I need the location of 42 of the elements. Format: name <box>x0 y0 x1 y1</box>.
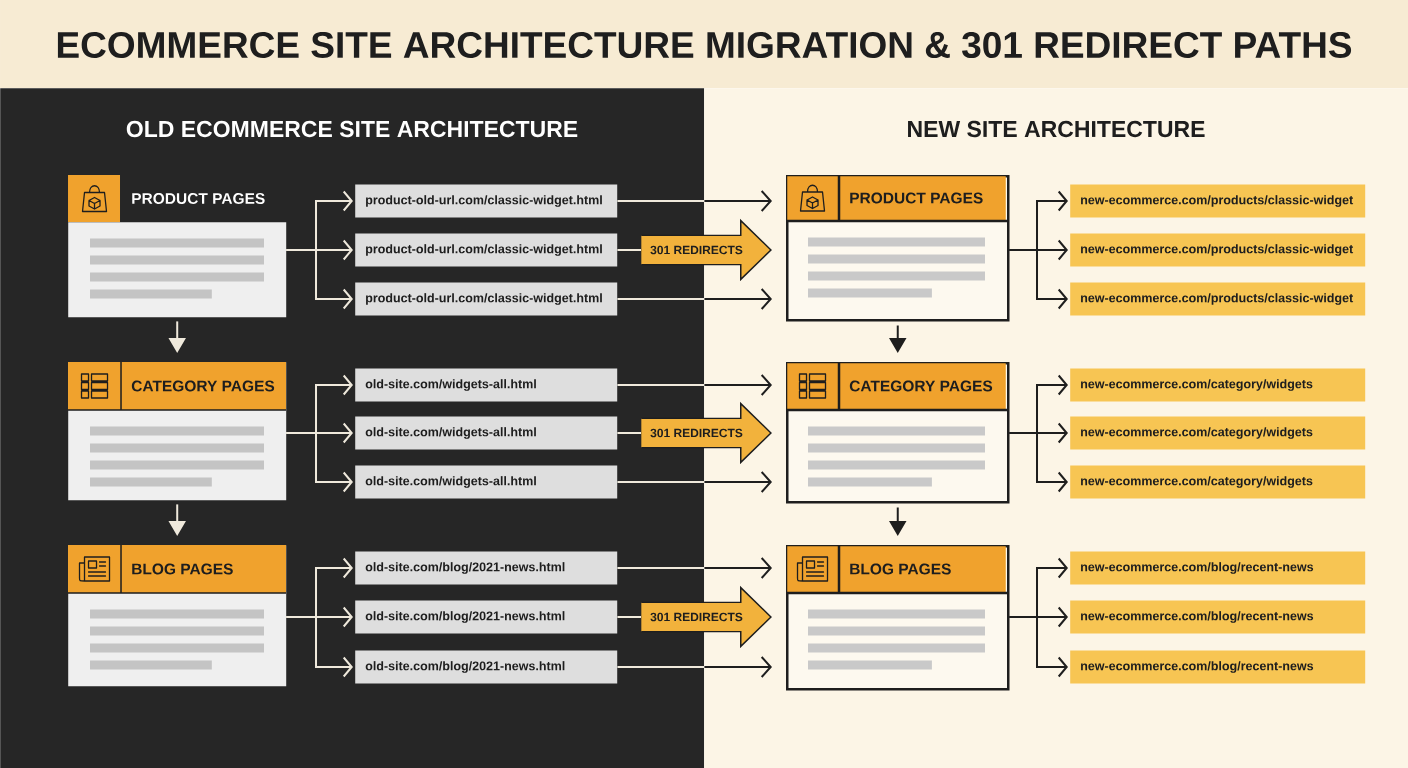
url-box: old-site.com/widgets-all.html <box>355 465 618 499</box>
header-bar: BLOG PAGES <box>67 544 287 594</box>
arrow <box>616 190 772 212</box>
header-bar: CATEGORY PAGES <box>784 360 1009 412</box>
arrow <box>616 374 772 396</box>
url-box: old-site.com/blog/2021-news.html <box>355 600 618 634</box>
url-box: product-old-url.com/classic-widget.html <box>355 233 618 267</box>
edge-label: 301 REDIRECTS <box>649 611 744 623</box>
edge-label: 301 REDIRECTS <box>649 244 744 256</box>
arrow <box>1008 432 1068 493</box>
arrow <box>616 471 772 493</box>
url-box: new-ecommerce.com/products/classic-widget <box>1070 184 1366 218</box>
arrow <box>285 616 353 678</box>
header-bar: BLOG PAGES <box>784 543 1009 595</box>
url-box: new-ecommerce.com/category/widgets <box>1070 465 1366 499</box>
arrow <box>1008 249 1068 310</box>
card-heading: PRODUCT PAGES <box>132 193 265 204</box>
url-box: new-ecommerce.com/category/widgets <box>1070 368 1366 402</box>
url-box: new-ecommerce.com/products/classic-widget <box>1070 282 1366 316</box>
arrow <box>285 432 353 493</box>
edge-label: 301 REDIRECTS <box>649 427 744 439</box>
url-box: new-ecommerce.com/category/widgets <box>1070 416 1366 450</box>
title-banner: ECOMMERCE SITE ARCHITECTURE MIGRATION & 301 REDIRECT PATHS <box>0 0 1408 88</box>
url-box: new-ecommerce.com/blog/recent-news <box>1070 551 1366 585</box>
url-box: old-site.com/blog/2021-news.html <box>355 551 618 585</box>
arrow <box>1008 616 1068 678</box>
url-box: new-ecommerce.com/blog/recent-news <box>1070 650 1366 684</box>
arrow <box>616 288 772 310</box>
url-box: new-ecommerce.com/products/classic-widget <box>1070 233 1366 267</box>
header-bar: PRODUCT PAGES <box>784 173 1009 223</box>
panel-heading: OLD ECOMMERCE SITE ARCHITECTURE <box>126 120 578 138</box>
arrow <box>285 249 353 310</box>
url-box: old-site.com/blog/2021-news.html <box>355 650 618 684</box>
arrow <box>616 656 772 678</box>
url-box: new-ecommerce.com/blog/recent-news <box>1070 600 1366 634</box>
url-box: old-site.com/widgets-all.html <box>355 368 618 402</box>
header-bar: CATEGORY PAGES <box>67 361 287 411</box>
url-box: old-site.com/widgets-all.html <box>355 416 618 450</box>
arrow <box>616 557 772 579</box>
url-box: product-old-url.com/classic-widget.html <box>355 282 618 316</box>
panel-heading: NEW SITE ARCHITECTURE <box>908 120 1205 138</box>
url-box: product-old-url.com/classic-widget.html <box>355 184 618 218</box>
